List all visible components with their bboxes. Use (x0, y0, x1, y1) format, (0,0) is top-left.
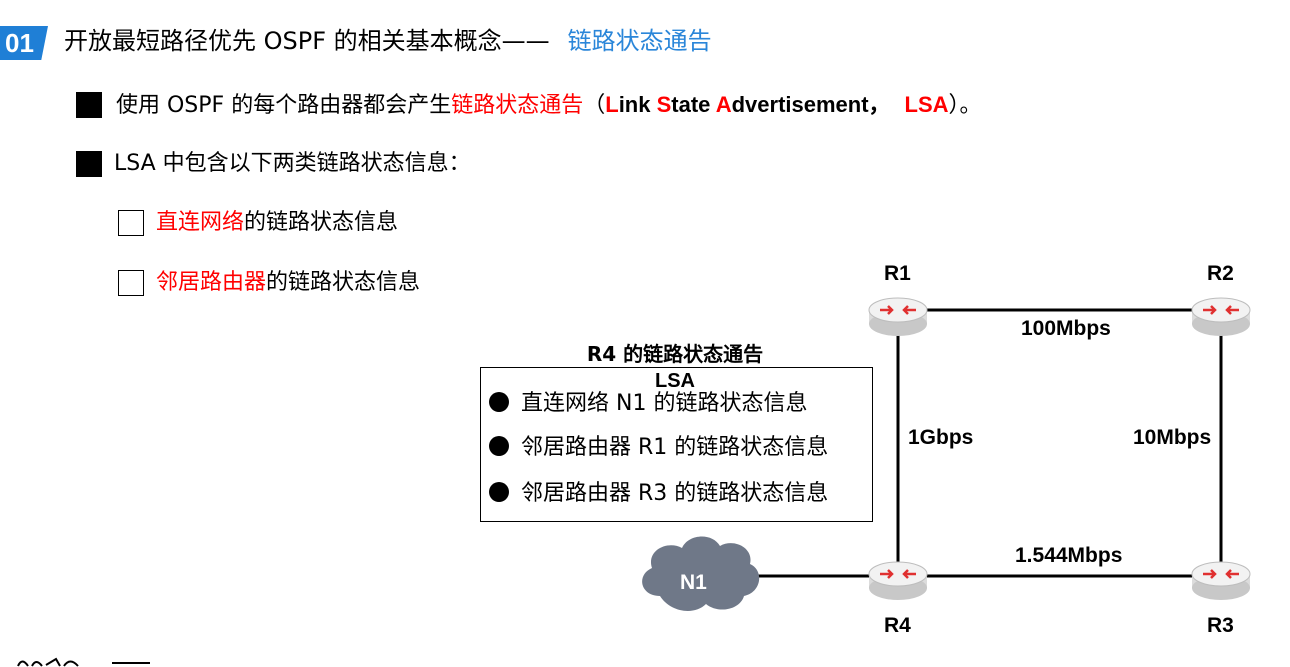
acronym-letter: L (605, 92, 619, 117)
lsa-item: 邻居路由器 R3 的链路状态信息 (489, 479, 828, 509)
acronym-letter: S (656, 92, 672, 117)
subpoint-direct-network: 直连网络的链路状态信息 (156, 208, 398, 238)
network-cloud-icon (642, 536, 760, 611)
router-r4-icon (868, 561, 928, 600)
lsa-acronym: LSA (904, 92, 949, 117)
router-r2-icon (1191, 297, 1251, 336)
bullet-dot-icon (489, 482, 509, 502)
section-number-badge: 01 (0, 26, 48, 60)
router-label-r2: R2 (1207, 262, 1234, 285)
signature-mark (17, 657, 150, 667)
checkbox-square-icon (118, 270, 144, 296)
router-label-r4: R4 (884, 614, 911, 637)
lsa-item-text: 直连网络 N1 的链路状态信息 (521, 391, 808, 416)
checkbox-square-icon (118, 210, 144, 236)
link-label-r4-r3: 1.544Mbps (1015, 544, 1123, 567)
subpoint-text: 的链路状态信息 (266, 270, 421, 295)
acronym-letter: A (715, 92, 732, 117)
bullet-lsa-contents: LSA 中包含以下两类链路状态信息： (114, 151, 471, 176)
title-text: 开放最短路径优先 OSPF 的相关基本概念—— (64, 27, 550, 55)
bullet-dot-icon (489, 436, 509, 456)
bullet-lsa-definition: 使用 OSPF 的每个路由器都会产生链路状态通告（Link State Adve… (116, 90, 982, 121)
router-r3-icon (1191, 561, 1251, 600)
subpoint-text: 的链路状态信息 (244, 210, 399, 235)
bullet-square-icon (76, 92, 102, 118)
router-label-r3: R3 (1207, 614, 1234, 637)
lsa-panel-title: R4 的链路状态通告 (586, 342, 764, 366)
bullet-text: 使用 OSPF 的每个路由器都会产生 (116, 93, 452, 118)
acronym-word: tate (671, 92, 716, 117)
highlight-term: 邻居路由器 (156, 270, 267, 295)
highlight-term: 链路状态通告 (451, 93, 584, 118)
bullet-dot-icon (489, 392, 509, 412)
bullet-square-icon (76, 151, 102, 177)
lsa-item: 邻居路由器 R1 的链路状态信息 (489, 433, 828, 463)
page-title: 开放最短路径优先 OSPF 的相关基本概念—— 链路状态通告 (64, 24, 712, 58)
network-label-n1: N1 (680, 571, 707, 594)
lsa-item-text: 邻居路由器 R1 的链路状态信息 (521, 435, 829, 460)
link-label-r1-r4: 1Gbps (908, 426, 974, 449)
lsa-item: 直连网络 N1 的链路状态信息 (489, 389, 807, 419)
lsa-panel (480, 367, 873, 522)
link-label-r2-r3: 10Mbps (1133, 426, 1212, 449)
router-label-r1: R1 (884, 262, 911, 285)
title-accent: 链路状态通告 (567, 27, 712, 55)
acronym-word: dvertisement， (731, 92, 891, 117)
router-r1-icon (868, 297, 928, 336)
paren-open: （ (583, 93, 606, 118)
lsa-expansion: Link State Advertisement， (605, 92, 890, 117)
lsa-item-text: 邻居路由器 R3 的链路状态信息 (521, 481, 829, 506)
subpoint-neighbor-router: 邻居路由器的链路状态信息 (156, 268, 420, 298)
bullet-tail: ）。 (948, 93, 982, 118)
lsa-panel-subtitle: LSA (655, 370, 695, 392)
acronym-word: ink (618, 92, 657, 117)
highlight-term: 直连网络 (156, 210, 245, 235)
link-label-r1-r2: 100Mbps (1021, 317, 1111, 340)
